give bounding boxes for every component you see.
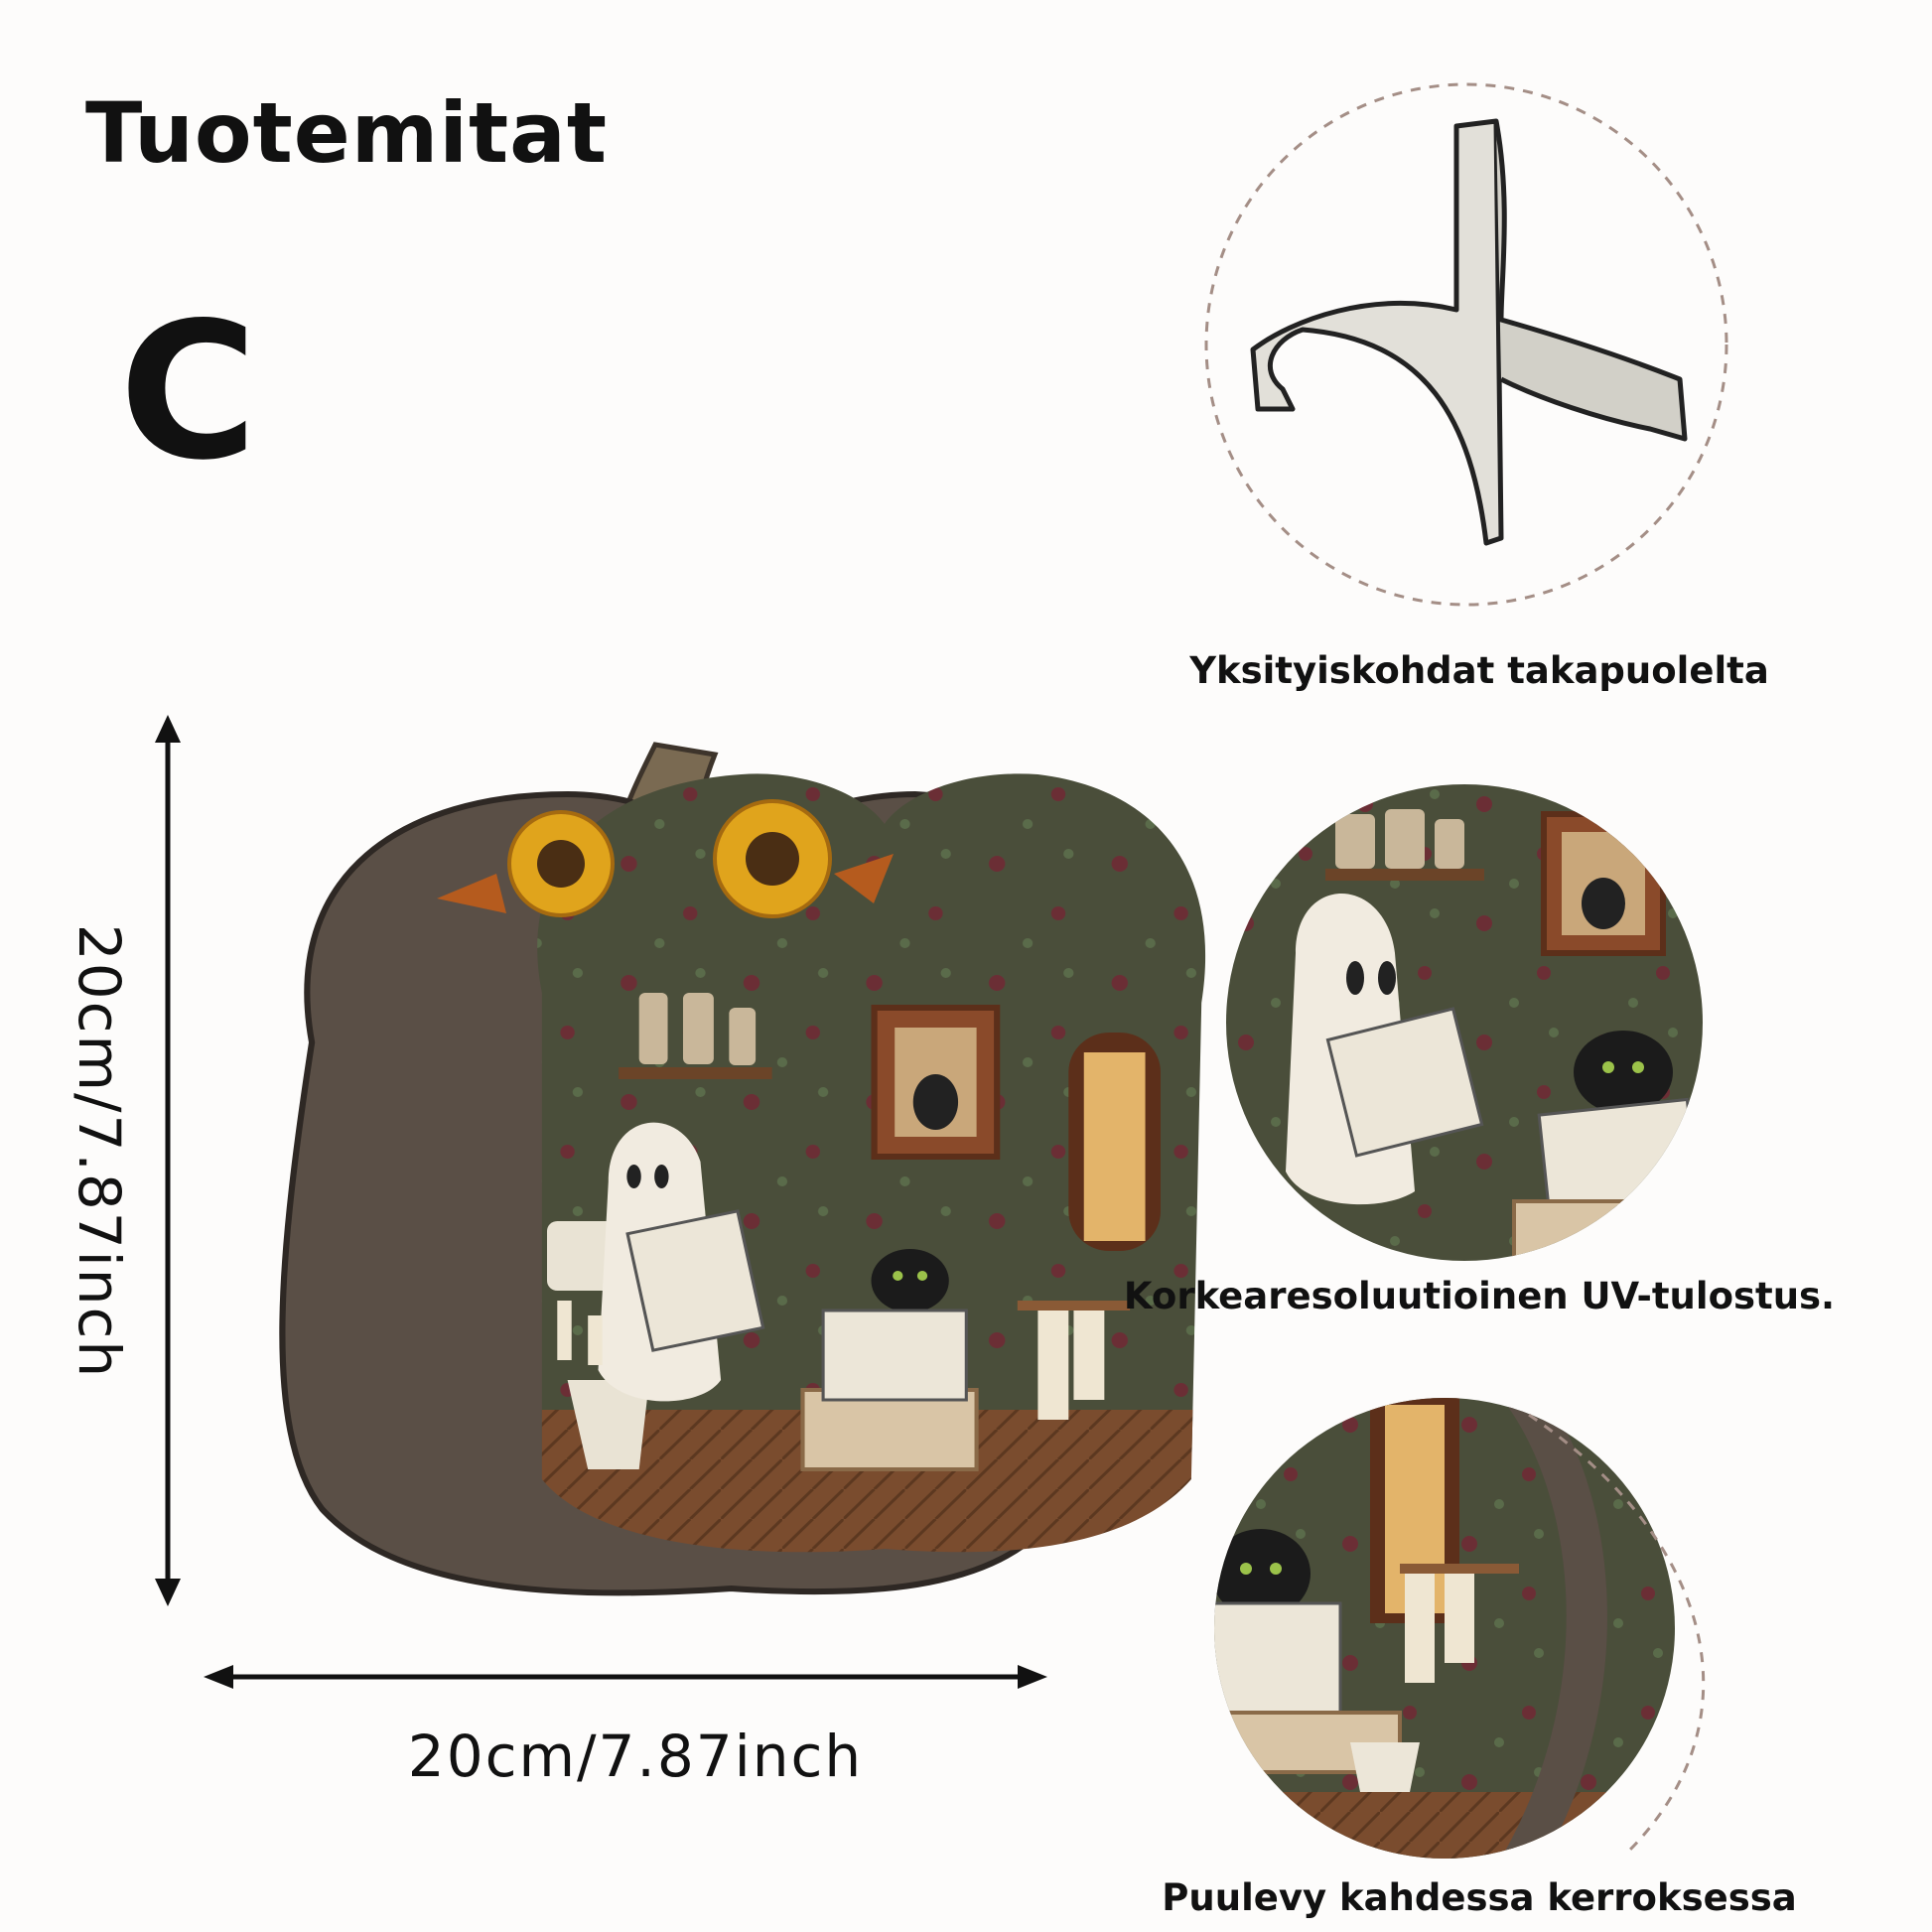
caption-back-details: Yksityiskohdat takapuolelta	[1189, 649, 1769, 692]
uv-print-detail-image	[1226, 784, 1703, 1261]
page-title: Tuotemitat	[85, 84, 609, 182]
variant-letter: C	[119, 282, 258, 501]
sunflower-left	[507, 810, 615, 917]
back-stand-detail-image	[1204, 82, 1728, 607]
width-arrow	[204, 1665, 1047, 1689]
sunflower-right	[713, 799, 832, 918]
caption-two-layer: Puulevy kahdessa kerroksessa	[1162, 1876, 1797, 1919]
two-layer-detail-image	[1214, 1398, 1706, 1859]
caption-uv-print: Korkearesoluutioinen UV-tulostus.	[1123, 1275, 1836, 1317]
width-label: 20cm/7.87inch	[407, 1723, 864, 1790]
height-arrow	[155, 715, 181, 1606]
